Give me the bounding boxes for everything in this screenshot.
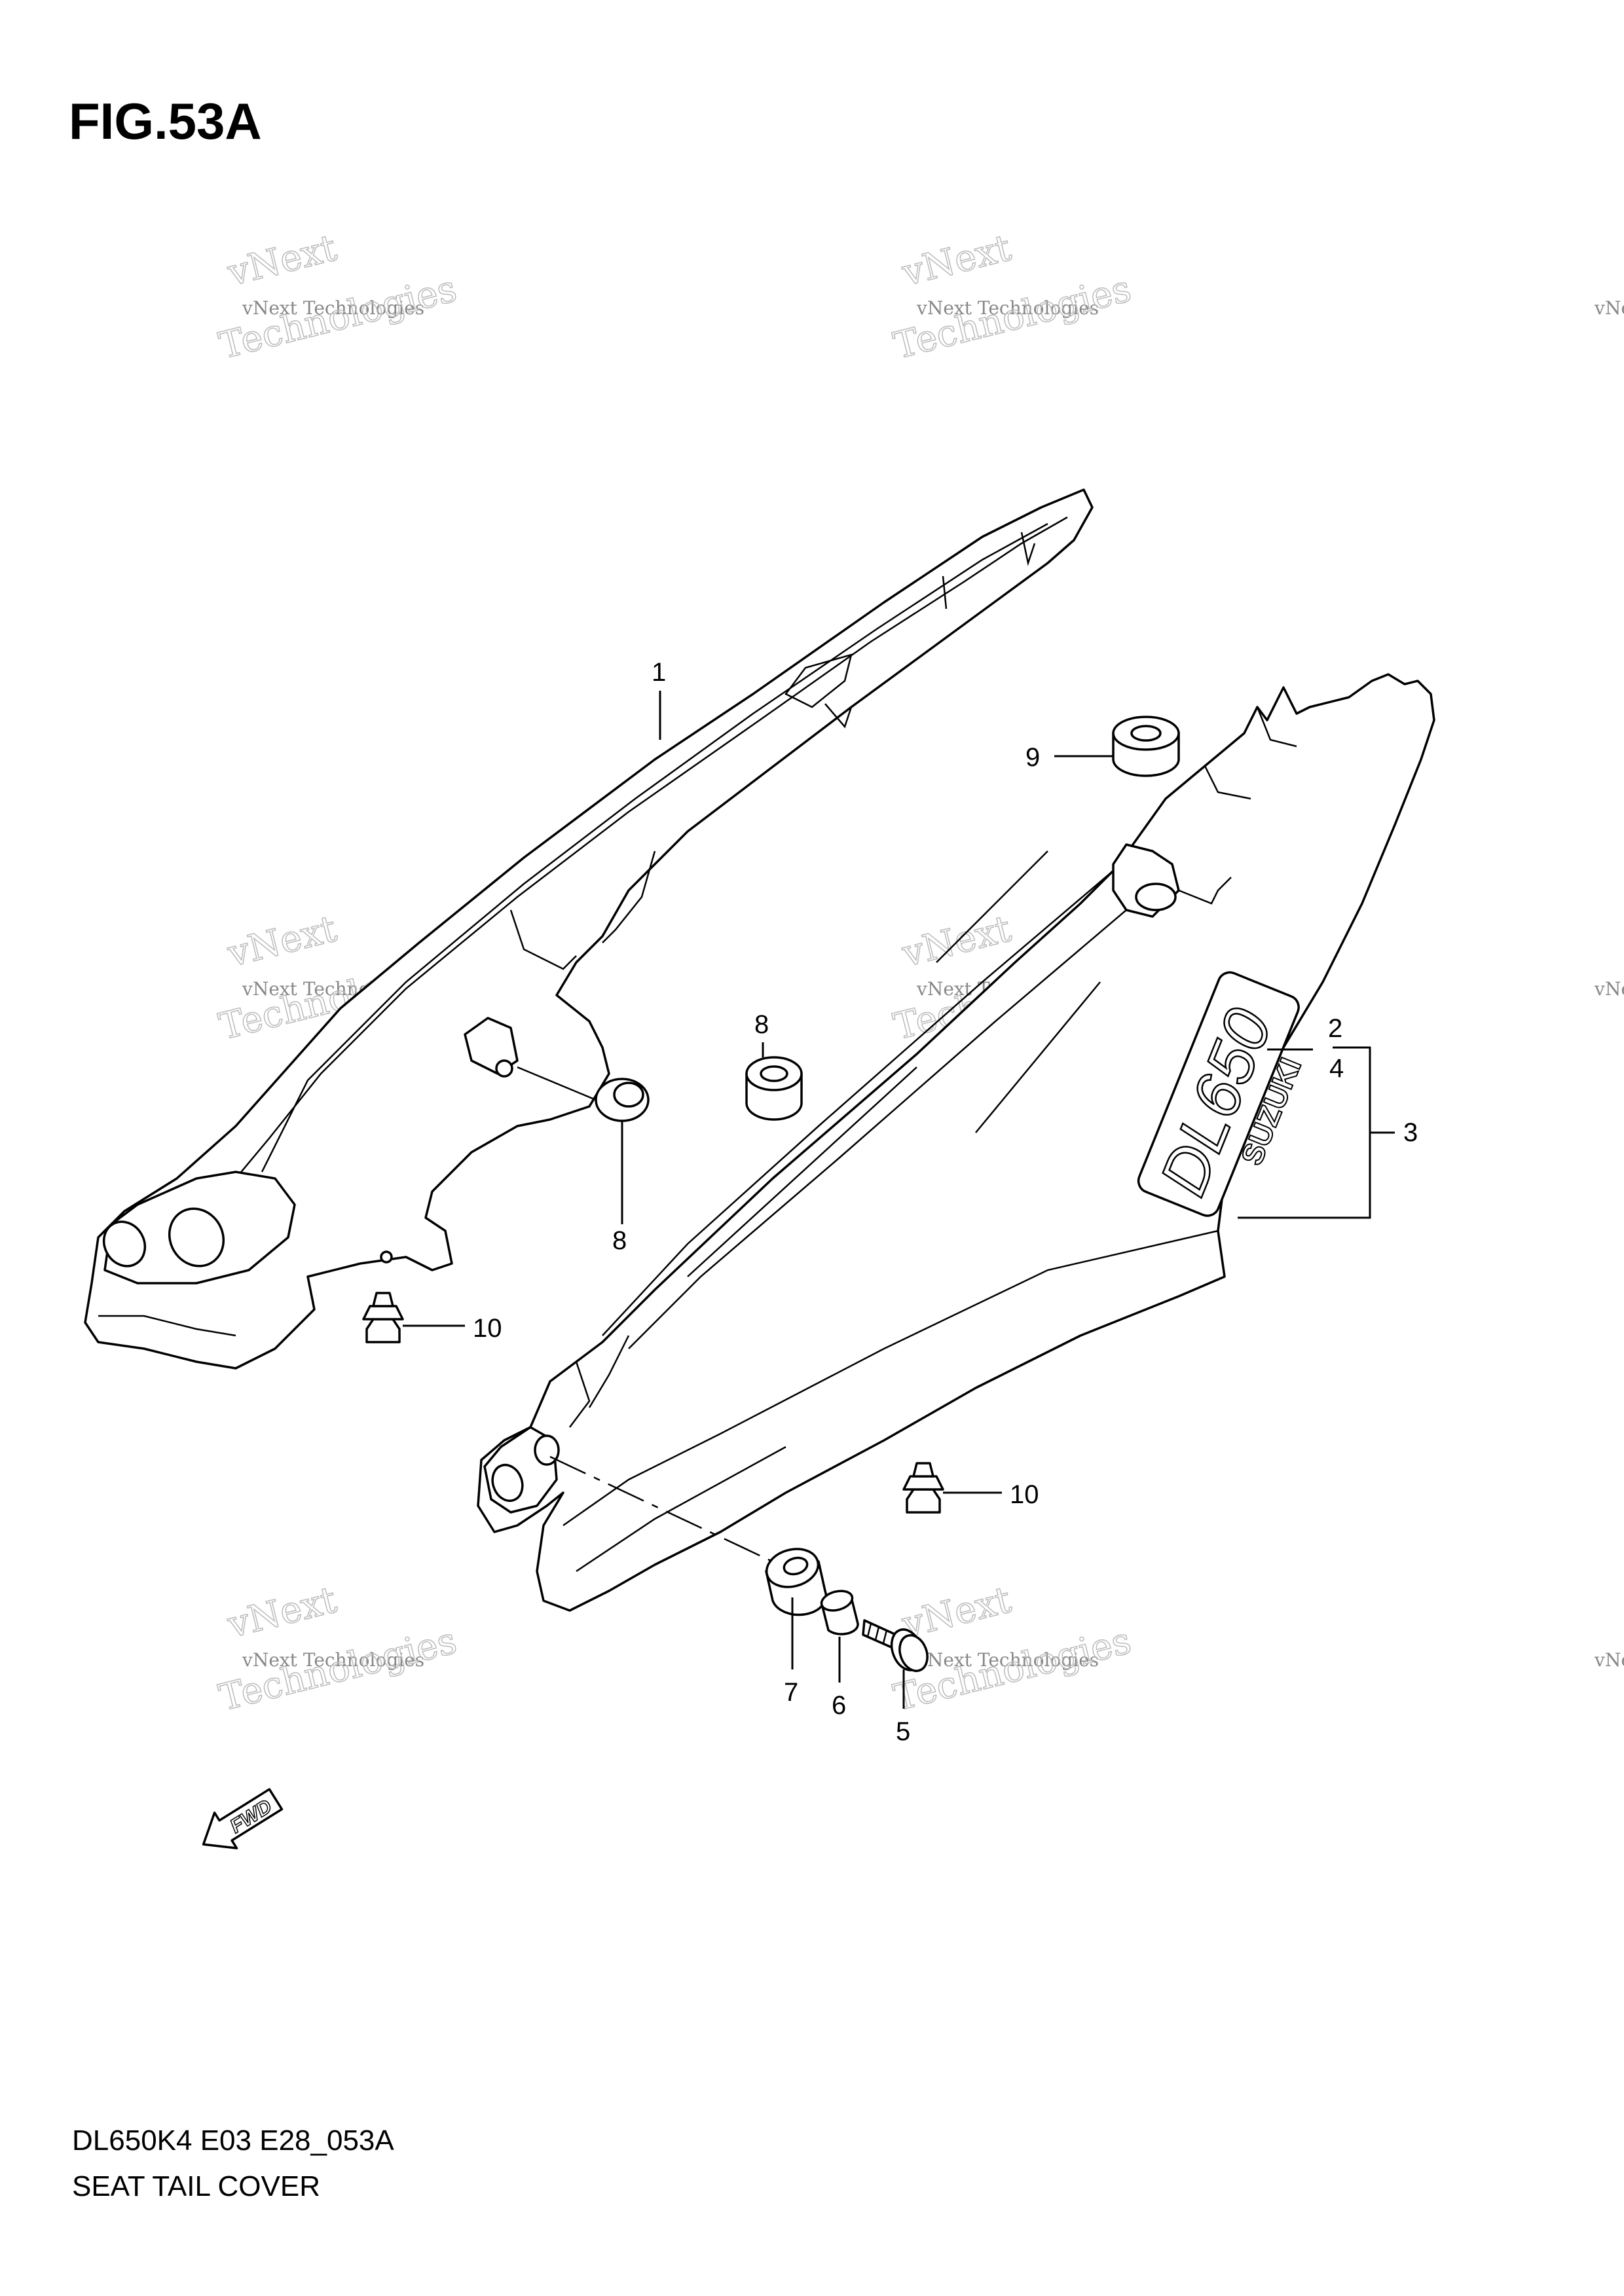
watermark-small-text: vNext Technologies (1594, 978, 1624, 1000)
watermark-top-word: vNext (223, 227, 341, 295)
watermark-small-text: vNext Technologies (1594, 1649, 1624, 1671)
watermark-small-text: vNext Technologies (1594, 297, 1624, 319)
callout-2: 2 (1328, 1014, 1342, 1043)
figure-title: FIG.53A (69, 92, 262, 150)
watermark-top-word: vNext (223, 1578, 341, 1647)
part-10-clip-right (902, 1462, 1002, 1514)
watermark: vNext vNext Technologies Technologies (215, 1578, 462, 1720)
figure-name: SEAT TAIL COVER (72, 2170, 321, 2202)
part-8-cushion-left (517, 1066, 650, 1224)
part-1-left-tail-cover (84, 488, 1094, 1370)
watermark-small-text: vNext Technologies (916, 1649, 1099, 1671)
callout-10-right: 10 (1010, 1480, 1039, 1509)
part-5-bolt (862, 1619, 929, 1709)
watermark: vNext Technologies (1594, 1649, 1624, 1671)
callout-3: 3 (1403, 1118, 1418, 1147)
callout-8-left: 8 (612, 1226, 627, 1255)
part-8-cushion-center (745, 1042, 803, 1121)
part-10-clip-left (362, 1292, 465, 1343)
assembly-line (549, 1455, 780, 1566)
watermark: vNext vNext Technologies Technologies (889, 226, 1136, 368)
watermark-top-word: vNext (898, 227, 1016, 295)
callouts: 1 2 4 3 9 8 8 10 10 7 6 5 (473, 658, 1418, 1746)
part-9-grommet (1054, 716, 1180, 777)
watermark-small-text: vNext Technologies (242, 1649, 424, 1671)
callout-8-center: 8 (754, 1010, 769, 1039)
callout-9: 9 (1025, 743, 1040, 772)
watermark: vNext Technologies (1594, 297, 1624, 319)
watermark-top-word: vNext (223, 907, 341, 975)
model-code: DL650K4 E03 E28_053A (72, 2124, 394, 2157)
callout-5: 5 (896, 1717, 910, 1746)
callout-1: 1 (652, 658, 666, 687)
leader-lines (659, 691, 1395, 1219)
part-7-cushion (765, 1548, 828, 1669)
fwd-arrow-icon: FWD (202, 1788, 284, 1850)
part-6-collar (820, 1590, 859, 1683)
callout-7: 7 (784, 1678, 798, 1707)
watermark-small-text: vNext Technologies (916, 297, 1099, 319)
callout-10-left: 10 (473, 1314, 502, 1343)
callout-6: 6 (832, 1691, 846, 1720)
callout-4: 4 (1329, 1054, 1344, 1083)
watermark-small-text: vNext Technologies (242, 297, 424, 319)
watermark: vNext Technologies (1594, 978, 1624, 1000)
watermark: vNext vNext Technologies Technologies (215, 226, 462, 368)
